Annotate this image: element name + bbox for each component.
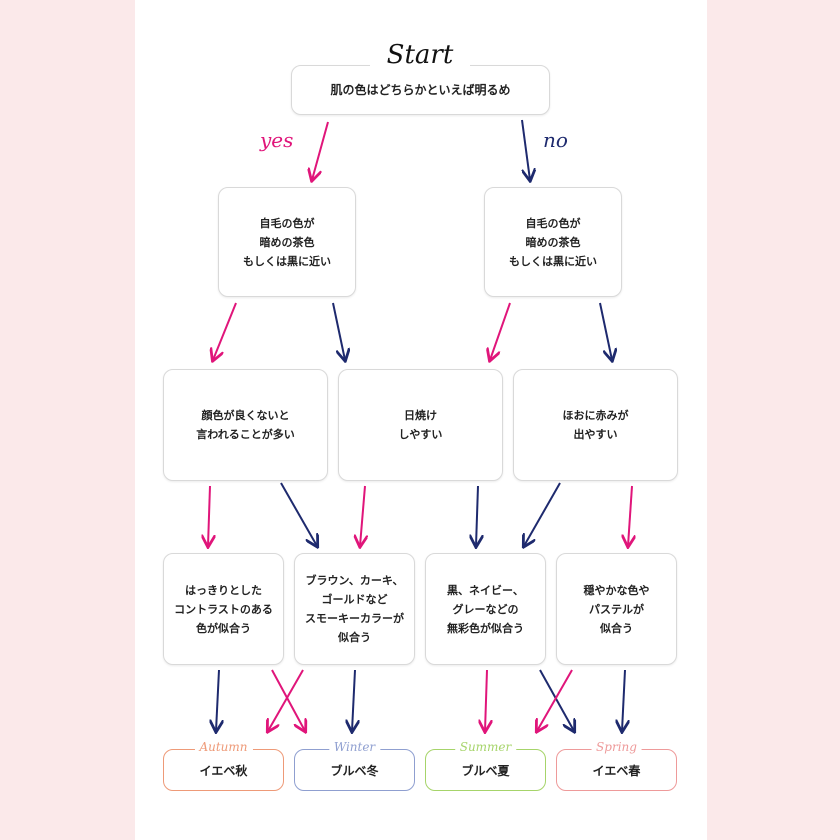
question-box: 自毛の色が 暗めの茶色 もしくは黒に近い xyxy=(484,187,622,297)
start-question-box: 肌の色はどちらかといえば明るめ xyxy=(291,65,550,115)
no-arrow xyxy=(352,669,355,731)
yes-arrow xyxy=(360,485,365,546)
result-summer: Summer ブルベ夏 xyxy=(425,740,546,791)
yes-arrow xyxy=(208,485,210,546)
yes-label: yes xyxy=(260,128,294,152)
no-arrow xyxy=(216,669,219,731)
question-box: 自毛の色が 暗めの茶色 もしくは黒に近い xyxy=(218,187,356,297)
start-label: Start xyxy=(370,40,470,70)
result-spring: Spring イエベ春 xyxy=(556,740,677,791)
result-type: イエベ春 xyxy=(592,763,641,778)
no-arrow xyxy=(599,302,612,360)
no-arrow xyxy=(280,482,317,546)
yes-arrow xyxy=(312,121,329,180)
no-arrow xyxy=(521,119,530,180)
question-box: ほおに赤みが 出やすい xyxy=(513,369,678,481)
no-arrow xyxy=(539,669,574,731)
description-box: はっきりとした コントラストのある 色が似合う xyxy=(163,553,284,665)
result-type: イエベ秋 xyxy=(199,763,248,778)
season-label: Summer xyxy=(454,740,517,754)
no-label: no xyxy=(543,128,568,152)
description-box: 黒、ネイビー、 グレーなどの 無彩色が似合う xyxy=(425,553,546,665)
start-question: 肌の色はどちらかといえば明るめ xyxy=(330,82,511,97)
season-label: Winter xyxy=(328,740,381,754)
yes-arrow xyxy=(268,669,304,731)
no-arrow xyxy=(332,302,345,360)
yes-arrow xyxy=(485,669,487,731)
result-autumn: Autumn イエベ秋 xyxy=(163,740,284,791)
yes-arrow xyxy=(628,485,632,546)
question-box: 顔色が良くないと 言われることが多い xyxy=(163,369,328,481)
season-label: Autumn xyxy=(194,740,253,754)
season-label: Spring xyxy=(591,740,642,754)
yes-arrow xyxy=(271,669,305,731)
result-winter: Winter ブルベ冬 xyxy=(294,740,415,791)
no-arrow xyxy=(622,669,625,731)
result-type: ブルベ冬 xyxy=(330,763,379,778)
question-box: 日焼け しやすい xyxy=(338,369,503,481)
no-arrow xyxy=(476,485,478,546)
description-box: ブラウン、カーキ、 ゴールドなど スモーキーカラーが 似合う xyxy=(294,553,415,665)
yes-arrow xyxy=(537,669,573,731)
no-arrow xyxy=(524,482,561,546)
result-type: ブルベ夏 xyxy=(461,763,510,778)
yes-arrow xyxy=(213,302,237,360)
yes-arrow xyxy=(490,302,511,360)
description-box: 穏やかな色や パステルが 似合う xyxy=(556,553,677,665)
